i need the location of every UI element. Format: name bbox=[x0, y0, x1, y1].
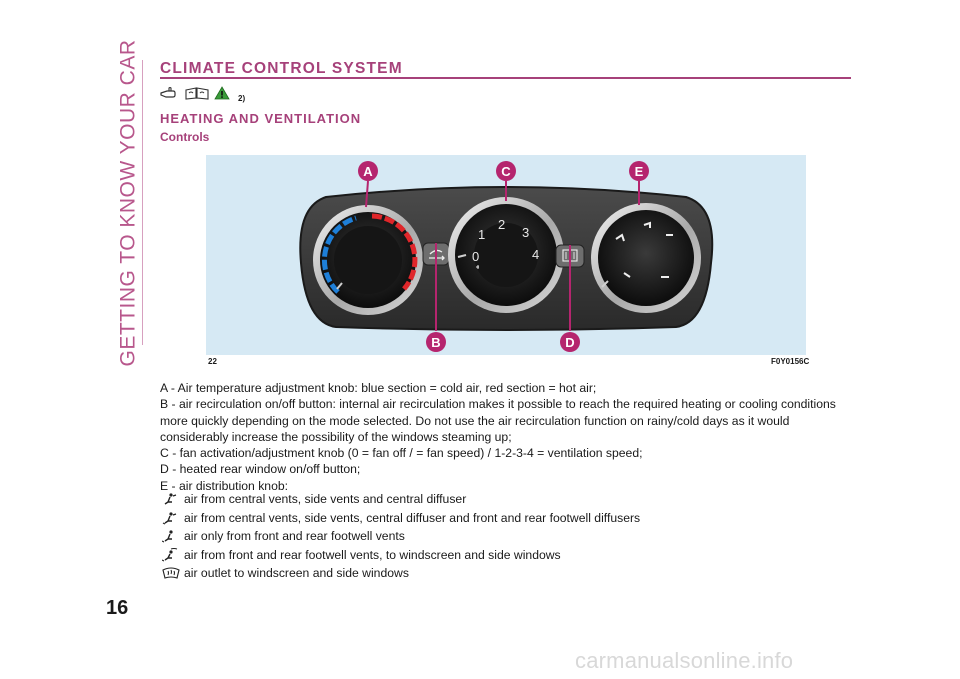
figure-code: F0Y0156C bbox=[771, 357, 810, 366]
distribution-text: air from front and rear footwell vents, … bbox=[184, 547, 561, 562]
temperature-knob[interactable] bbox=[313, 205, 423, 315]
subsection-title: HEATING AND VENTILATION bbox=[160, 111, 362, 126]
central-vents-icon bbox=[162, 492, 184, 506]
desc-b-line2: more quickly depending on the mode selec… bbox=[160, 413, 790, 428]
callout-e: E bbox=[629, 161, 649, 181]
desc-b-line1: B - air recirculation on/off button: int… bbox=[160, 397, 836, 412]
controls-heading: Controls bbox=[160, 130, 210, 144]
watermark-text: carmanualsonline.info bbox=[575, 648, 794, 673]
list-item: air outlet to windscreen and side window… bbox=[162, 564, 862, 583]
warning-triangle-icon bbox=[214, 86, 230, 105]
section-divider bbox=[160, 77, 851, 79]
fan-label-4: 4 bbox=[532, 247, 539, 262]
svg-text:B: B bbox=[431, 335, 440, 350]
distribution-text: air outlet to windscreen and side window… bbox=[184, 566, 409, 581]
footwell-icon bbox=[162, 529, 184, 543]
callout-c: C bbox=[496, 161, 516, 181]
distribution-text: air only from front and rear footwell ve… bbox=[184, 529, 405, 544]
air-distribution-knob[interactable] bbox=[591, 203, 701, 313]
controls-description: A - Air temperature adjustment knob: blu… bbox=[160, 380, 860, 494]
figure-number: 22 bbox=[208, 357, 217, 366]
fan-label-2: 2 bbox=[498, 217, 505, 232]
callout-d: D bbox=[560, 332, 580, 352]
fan-label-1: 1 bbox=[478, 227, 485, 242]
hand-pointer-icon bbox=[160, 86, 180, 105]
fan-speed-knob[interactable]: 0 1 2 3 4 bbox=[448, 197, 564, 313]
fan-label-3: 3 bbox=[522, 225, 529, 240]
hot-arc bbox=[371, 213, 418, 291]
distribution-text: air from central vents, side vents, cent… bbox=[184, 510, 641, 525]
svg-text:D: D bbox=[565, 335, 574, 350]
distribution-text: air from central vents, side vents and c… bbox=[184, 492, 467, 507]
svg-text:C: C bbox=[501, 164, 511, 179]
fan-icon bbox=[476, 265, 479, 269]
desc-e: E - air distribution knob: bbox=[160, 478, 289, 493]
climate-control-figure: 0 1 2 3 4 A bbox=[206, 155, 806, 355]
desc-a: A - Air temperature adjustment knob: blu… bbox=[160, 381, 597, 395]
cold-arc bbox=[321, 215, 357, 294]
page-number: 16 bbox=[106, 597, 129, 619]
windscreen-defrost-icon bbox=[162, 566, 184, 580]
central-and-footwell-icon bbox=[162, 511, 184, 525]
chapter-title-text: GETTING TO KNOW YOUR CAR bbox=[117, 39, 140, 367]
desc-b-line3: considerably increase the possibility of… bbox=[160, 429, 512, 444]
air-distribution-list: air from central vents, side vents and c… bbox=[162, 490, 862, 583]
reference-mark: 2) bbox=[238, 94, 246, 103]
sidebar-rule bbox=[142, 60, 143, 345]
book-manual-icon bbox=[184, 86, 210, 105]
footwell-and-windscreen-icon bbox=[162, 547, 184, 562]
desc-d: D - heated rear window on/off button; bbox=[160, 462, 361, 477]
callout-b: B bbox=[426, 332, 446, 352]
svg-text:E: E bbox=[635, 164, 644, 179]
list-item: air from central vents, side vents, cent… bbox=[162, 509, 862, 528]
section-title: CLIMATE CONTROL SYSTEM bbox=[160, 60, 403, 77]
climate-panel-illustration: 0 1 2 3 4 A bbox=[299, 161, 714, 352]
callout-a: A bbox=[358, 161, 378, 181]
fan-label-0: 0 bbox=[472, 249, 479, 264]
section-icons: 2) bbox=[160, 86, 245, 105]
desc-c: C - fan activation/adjustment knob (0 = … bbox=[160, 446, 643, 461]
list-item: air from front and rear footwell vents, … bbox=[162, 546, 862, 565]
chapter-sidebar-title: GETTING TO KNOW YOUR CAR bbox=[112, 39, 146, 366]
svg-text:A: A bbox=[363, 164, 373, 179]
list-item: air from central vents, side vents and c… bbox=[162, 490, 862, 509]
list-item: air only from front and rear footwell ve… bbox=[162, 527, 862, 546]
